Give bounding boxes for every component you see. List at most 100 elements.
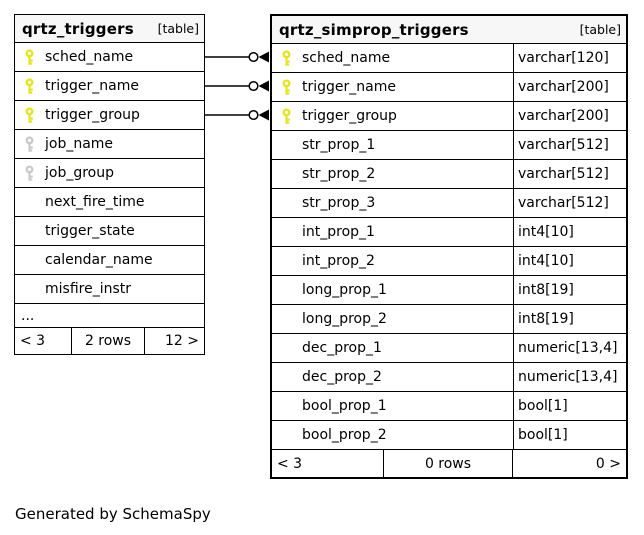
column-type: varchar[512] — [513, 131, 626, 159]
column-row: job_name — [15, 130, 204, 159]
foreign-key-icon-slot — [24, 164, 45, 182]
footer-prev-link[interactable]: < 3 — [277, 455, 303, 472]
relationship-trigger_group — [205, 109, 269, 121]
column-row: str_prop_1 varchar[512] — [272, 131, 626, 160]
column-type: varchar[512] — [513, 160, 626, 188]
primary-key-icon — [25, 106, 34, 123]
column-name-cell: trigger_name — [15, 72, 204, 100]
column-type: varchar[200] — [513, 102, 626, 130]
column-row: bool_prop_2 bool[1] — [272, 421, 626, 450]
column-name-cell: dec_prop_1 — [272, 334, 513, 362]
column-name: job_name — [45, 136, 114, 152]
column-name-cell: int_prop_2 — [272, 247, 513, 275]
table-type-tag: [table] — [579, 22, 621, 37]
column-name-cell: str_prop_1 — [272, 131, 513, 159]
column-name-cell: dec_prop_2 — [272, 363, 513, 391]
primary-key-icon — [25, 77, 34, 94]
column-name-cell: str_prop_2 — [272, 160, 513, 188]
footer-row-count: 2 rows — [71, 328, 144, 354]
column-type: varchar[120] — [513, 44, 626, 72]
column-type: bool[1] — [513, 421, 626, 449]
column-name-cell: trigger_name — [272, 73, 513, 101]
column-name: sched_name — [45, 49, 134, 65]
column-row: trigger_state — [15, 217, 204, 246]
column-name-cell: bool_prop_2 — [272, 421, 513, 449]
column-row: sched_name — [15, 43, 204, 72]
primary-key-icon-slot — [24, 106, 45, 124]
column-name: trigger_group — [302, 108, 397, 124]
column-name: trigger_group — [45, 107, 140, 123]
column-type: int8[19] — [513, 305, 626, 333]
column-name: int_prop_2 — [302, 253, 375, 269]
column-name: bool_prop_1 — [302, 398, 387, 414]
column-name: str_prop_2 — [302, 166, 376, 182]
primary-key-icon — [282, 78, 291, 95]
table-title[interactable]: qrtz_simprop_triggers — [279, 20, 469, 39]
column-row: trigger_name varchar[200] — [272, 73, 626, 102]
relationship-sched_name — [205, 51, 269, 63]
column-name: trigger_name — [302, 79, 396, 95]
relationship-trigger_name — [205, 80, 269, 92]
column-name-cell: trigger_group — [15, 101, 204, 129]
column-name: sched_name — [302, 50, 391, 66]
column-type: int4[10] — [513, 218, 626, 246]
column-name: dec_prop_1 — [302, 340, 382, 356]
column-name-cell: calendar_name — [15, 246, 204, 274]
truncation-indicator: ... — [15, 304, 204, 328]
column-name-cell: next_fire_time — [15, 188, 204, 216]
column-row: calendar_name — [15, 246, 204, 275]
column-row: long_prop_1 int8[19] — [272, 276, 626, 305]
column-type: bool[1] — [513, 392, 626, 420]
column-name-cell: long_prop_1 — [272, 276, 513, 304]
generated-by-caption: Generated by SchemaSpy — [15, 505, 211, 523]
column-name: next_fire_time — [45, 194, 145, 210]
primary-key-icon-slot — [281, 49, 302, 67]
column-name: trigger_state — [45, 223, 135, 239]
column-name-cell: trigger_group — [272, 102, 513, 130]
column-row: sched_name varchar[120] — [272, 44, 626, 73]
footer-prev-link[interactable]: < 3 — [20, 333, 46, 349]
table-title[interactable]: qrtz_triggers — [22, 19, 134, 38]
column-name: long_prop_1 — [302, 282, 387, 298]
column-row: job_group — [15, 159, 204, 188]
column-name: calendar_name — [45, 252, 153, 268]
column-row: str_prop_2 varchar[512] — [272, 160, 626, 189]
column-name-cell: str_prop_3 — [272, 189, 513, 217]
column-type: int4[10] — [513, 247, 626, 275]
footer-next-link[interactable]: 12 > — [144, 328, 204, 354]
footer-next-link[interactable]: 0 > — [512, 450, 626, 477]
column-name: job_group — [45, 165, 115, 181]
primary-key-icon — [282, 49, 291, 66]
column-name: str_prop_3 — [302, 195, 376, 211]
column-name: trigger_name — [45, 78, 139, 94]
foreign-key-icon-slot — [24, 135, 45, 153]
column-name-cell: trigger_state — [15, 217, 204, 245]
primary-key-icon-slot — [24, 77, 45, 95]
column-row: int_prop_2 int4[10] — [272, 247, 626, 276]
primary-key-icon-slot — [281, 107, 302, 125]
column-row: misfire_instr — [15, 275, 204, 304]
primary-key-icon-slot — [24, 48, 45, 66]
column-type: int8[19] — [513, 276, 626, 304]
footer-row-count: 0 rows — [383, 450, 512, 477]
column-type: numeric[13,4] — [513, 334, 626, 362]
column-row: next_fire_time — [15, 188, 204, 217]
column-name-cell: job_name — [15, 130, 204, 158]
column-name-cell: sched_name — [272, 44, 513, 72]
column-name: str_prop_1 — [302, 137, 376, 153]
foreign-key-icon — [25, 135, 34, 152]
foreign-key-icon — [25, 164, 34, 181]
column-name-cell: job_group — [15, 159, 204, 187]
column-row: trigger_group varchar[200] — [272, 102, 626, 131]
column-name-cell: int_prop_1 — [272, 218, 513, 246]
column-name: bool_prop_2 — [302, 427, 387, 443]
column-type: varchar[200] — [513, 73, 626, 101]
column-name-cell: long_prop_2 — [272, 305, 513, 333]
